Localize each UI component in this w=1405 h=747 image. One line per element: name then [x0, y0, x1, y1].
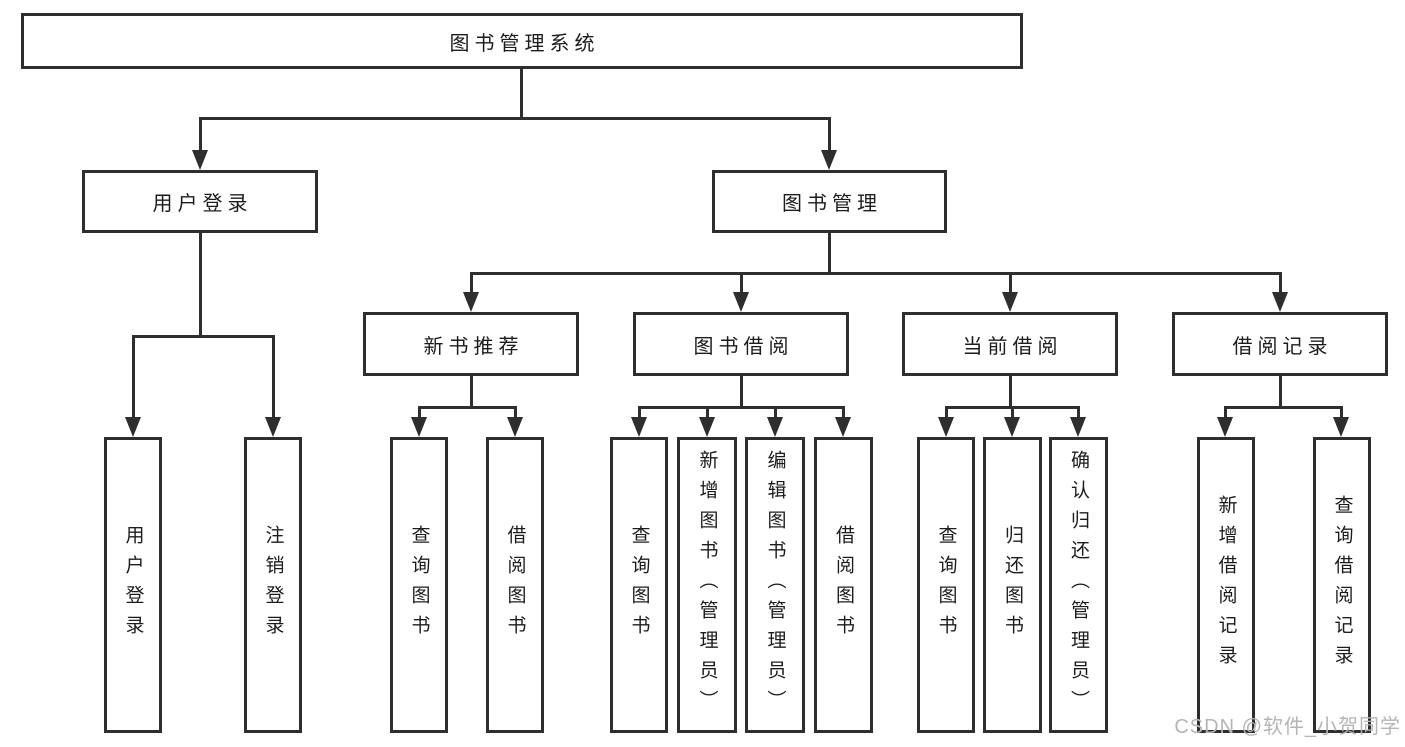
arrow-stem-line [706, 406, 709, 417]
arrowhead-down-icon [631, 417, 647, 437]
arrowhead-down-icon [938, 417, 954, 437]
arrow-stem-line [514, 406, 517, 417]
arrow-stem-line [774, 406, 777, 417]
leaf-query-book-current: 查询图书 [917, 437, 975, 733]
arrow-stem-line [828, 117, 831, 150]
arrowhead-down-icon [733, 292, 749, 312]
node-book-management: 图书管理 [712, 170, 947, 233]
leaf-query-book-recommend: 查询图书 [390, 437, 448, 733]
leaf-query-book-borrow: 查询图书 [610, 437, 668, 733]
arrowhead-down-icon [411, 417, 427, 437]
node-label: 确认归还（管理员） [1068, 450, 1089, 720]
leaf-user-login: 用户登录 [104, 437, 162, 733]
arrowhead-down-icon [699, 417, 715, 437]
arrowhead-down-icon [265, 417, 281, 437]
node-user-login: 用户登录 [82, 170, 318, 233]
arrowhead-down-icon [821, 150, 837, 170]
connector-line [199, 233, 202, 337]
node-label: 当前借阅 [962, 335, 1063, 358]
watermark-text: CSDN @软件_小贺同学 [1174, 716, 1401, 738]
connector-line [132, 335, 274, 338]
leaf-borrow-book-recommend: 借阅图书 [486, 437, 544, 733]
leaf-query-borrow-record: 查询借阅记录 [1313, 437, 1371, 733]
leaf-borrow-book: 借阅图书 [814, 437, 873, 733]
node-label: 查询借阅记录 [1331, 495, 1353, 675]
node-label: 图书管理系统 [449, 32, 600, 55]
arrow-stem-line [418, 406, 421, 417]
arrow-stem-line [1077, 406, 1080, 417]
connector-line [520, 69, 523, 118]
node-label: 注销登录 [262, 525, 284, 645]
connector-line [1224, 406, 1343, 409]
arrow-stem-line [638, 406, 641, 417]
arrow-stem-line [1340, 406, 1343, 417]
arrowhead-down-icon [192, 150, 208, 170]
node-book-borrow: 图书借阅 [633, 312, 849, 376]
node-current-borrow: 当前借阅 [902, 312, 1118, 376]
arrow-stem-line [1279, 272, 1282, 292]
arrow-stem-line [945, 406, 948, 417]
arrow-stem-line [1011, 406, 1014, 417]
arrowhead-down-icon [835, 417, 851, 437]
node-label: 用户登录 [122, 525, 144, 645]
node-label: 查询图书 [628, 525, 650, 645]
leaf-edit-book-admin: 编辑图书（管理员） [745, 437, 805, 733]
node-label: 新书推荐 [423, 335, 524, 358]
node-new-book-recommend: 新书推荐 [363, 312, 579, 376]
arrow-stem-line [1009, 272, 1012, 292]
connector-line [470, 272, 1282, 275]
leaf-add-book-admin: 新增图书（管理员） [677, 437, 737, 733]
node-label: 新增借阅记录 [1215, 495, 1237, 675]
connector-line [828, 233, 831, 274]
leaf-logout: 注销登录 [244, 437, 302, 733]
arrowhead-down-icon [1002, 292, 1018, 312]
node-label: 编辑图书（管理员） [764, 450, 786, 720]
leaf-return-book: 归还图书 [983, 437, 1042, 733]
arrowhead-down-icon [1070, 417, 1086, 437]
node-label: 借阅图书 [833, 525, 854, 645]
connector-line [470, 376, 473, 408]
node-label: 借阅记录 [1232, 335, 1333, 358]
connector-line [1009, 376, 1012, 408]
arrowhead-down-icon [1217, 417, 1233, 437]
node-label: 用户登录 [152, 193, 253, 215]
node-label: 借阅图书 [504, 525, 526, 645]
node-label: 查询图书 [408, 525, 430, 645]
arrowhead-down-icon [125, 417, 141, 437]
arrowhead-down-icon [1004, 417, 1020, 437]
node-label: 图书借阅 [693, 335, 794, 358]
node-label: 归还图书 [1002, 525, 1023, 645]
node-label: 新增图书（管理员） [696, 450, 718, 720]
node-label: 图书管理 [782, 193, 882, 215]
arrowhead-down-icon [507, 417, 523, 437]
arrow-stem-line [132, 335, 135, 417]
leaf-add-borrow-record: 新增借阅记录 [1197, 437, 1255, 733]
arrowhead-down-icon [1272, 292, 1288, 312]
leaf-confirm-return-admin: 确认归还（管理员） [1049, 437, 1108, 733]
arrowhead-down-icon [767, 417, 783, 437]
connector-line [740, 376, 743, 408]
connector-line [199, 117, 831, 120]
arrowhead-down-icon [463, 292, 479, 312]
node-label: 查询图书 [935, 525, 957, 645]
connector-line [638, 406, 845, 409]
connector-line [1279, 376, 1282, 408]
arrow-stem-line [842, 406, 845, 417]
arrow-stem-line [740, 272, 743, 292]
arrow-stem-line [199, 117, 202, 150]
arrow-stem-line [1224, 406, 1227, 417]
arrowhead-down-icon [1333, 417, 1349, 437]
node-library-system: 图书管理系统 [21, 13, 1023, 69]
connector-line [418, 406, 517, 409]
arrow-stem-line [470, 272, 473, 292]
arrow-stem-line [272, 335, 275, 417]
node-borrow-records: 借阅记录 [1172, 312, 1388, 376]
